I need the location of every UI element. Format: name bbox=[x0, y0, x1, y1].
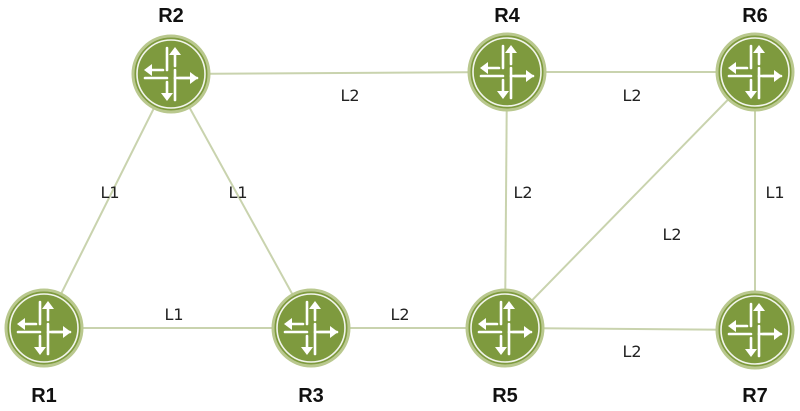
link-label-r4-r5: L2 bbox=[513, 183, 532, 202]
router-r6: R6 bbox=[715, 5, 795, 112]
router-icon bbox=[465, 288, 545, 368]
router-icon bbox=[467, 32, 547, 112]
router-r7: R7 bbox=[715, 290, 795, 407]
router-icon bbox=[715, 290, 795, 370]
router-r2: R2 bbox=[131, 5, 211, 114]
link-r2-r3 bbox=[170, 73, 312, 329]
router-icon bbox=[131, 34, 211, 114]
link-r4-r5 bbox=[504, 71, 508, 329]
router-r3: R3 bbox=[271, 288, 351, 407]
router-label-r5: R5 bbox=[492, 385, 518, 407]
router-label-r2: R2 bbox=[158, 5, 184, 27]
link-r2-r4 bbox=[170, 71, 508, 75]
link-r5-r7 bbox=[504, 327, 756, 331]
link-label-r3-r5: L2 bbox=[390, 305, 409, 324]
link-label-r5-r6: L2 bbox=[662, 225, 681, 244]
router-label-r3: R3 bbox=[298, 385, 324, 407]
link-label-r5-r7: L2 bbox=[622, 342, 641, 361]
link-label-r1-r2: L1 bbox=[100, 183, 119, 202]
router-icon bbox=[4, 288, 84, 368]
router-icon bbox=[271, 288, 351, 368]
link-label-r6-r7: L1 bbox=[765, 183, 784, 202]
router-r1: R1 bbox=[4, 288, 84, 407]
router-label-r7: R7 bbox=[742, 385, 768, 407]
link-r1-r2 bbox=[43, 73, 172, 329]
link-label-r2-r3: L1 bbox=[228, 183, 247, 202]
router-icon bbox=[715, 32, 795, 112]
link-label-r4-r6: L2 bbox=[622, 86, 641, 105]
link-r5-r6 bbox=[504, 71, 756, 329]
router-r4: R4 bbox=[467, 5, 547, 112]
link-label-r1-r3: L1 bbox=[164, 305, 183, 324]
link-label-r2-r4: L2 bbox=[340, 86, 359, 105]
router-label-r4: R4 bbox=[494, 5, 520, 27]
router-label-r1: R1 bbox=[31, 385, 57, 407]
router-r5: R5 bbox=[465, 288, 545, 407]
router-label-r6: R6 bbox=[742, 5, 768, 27]
